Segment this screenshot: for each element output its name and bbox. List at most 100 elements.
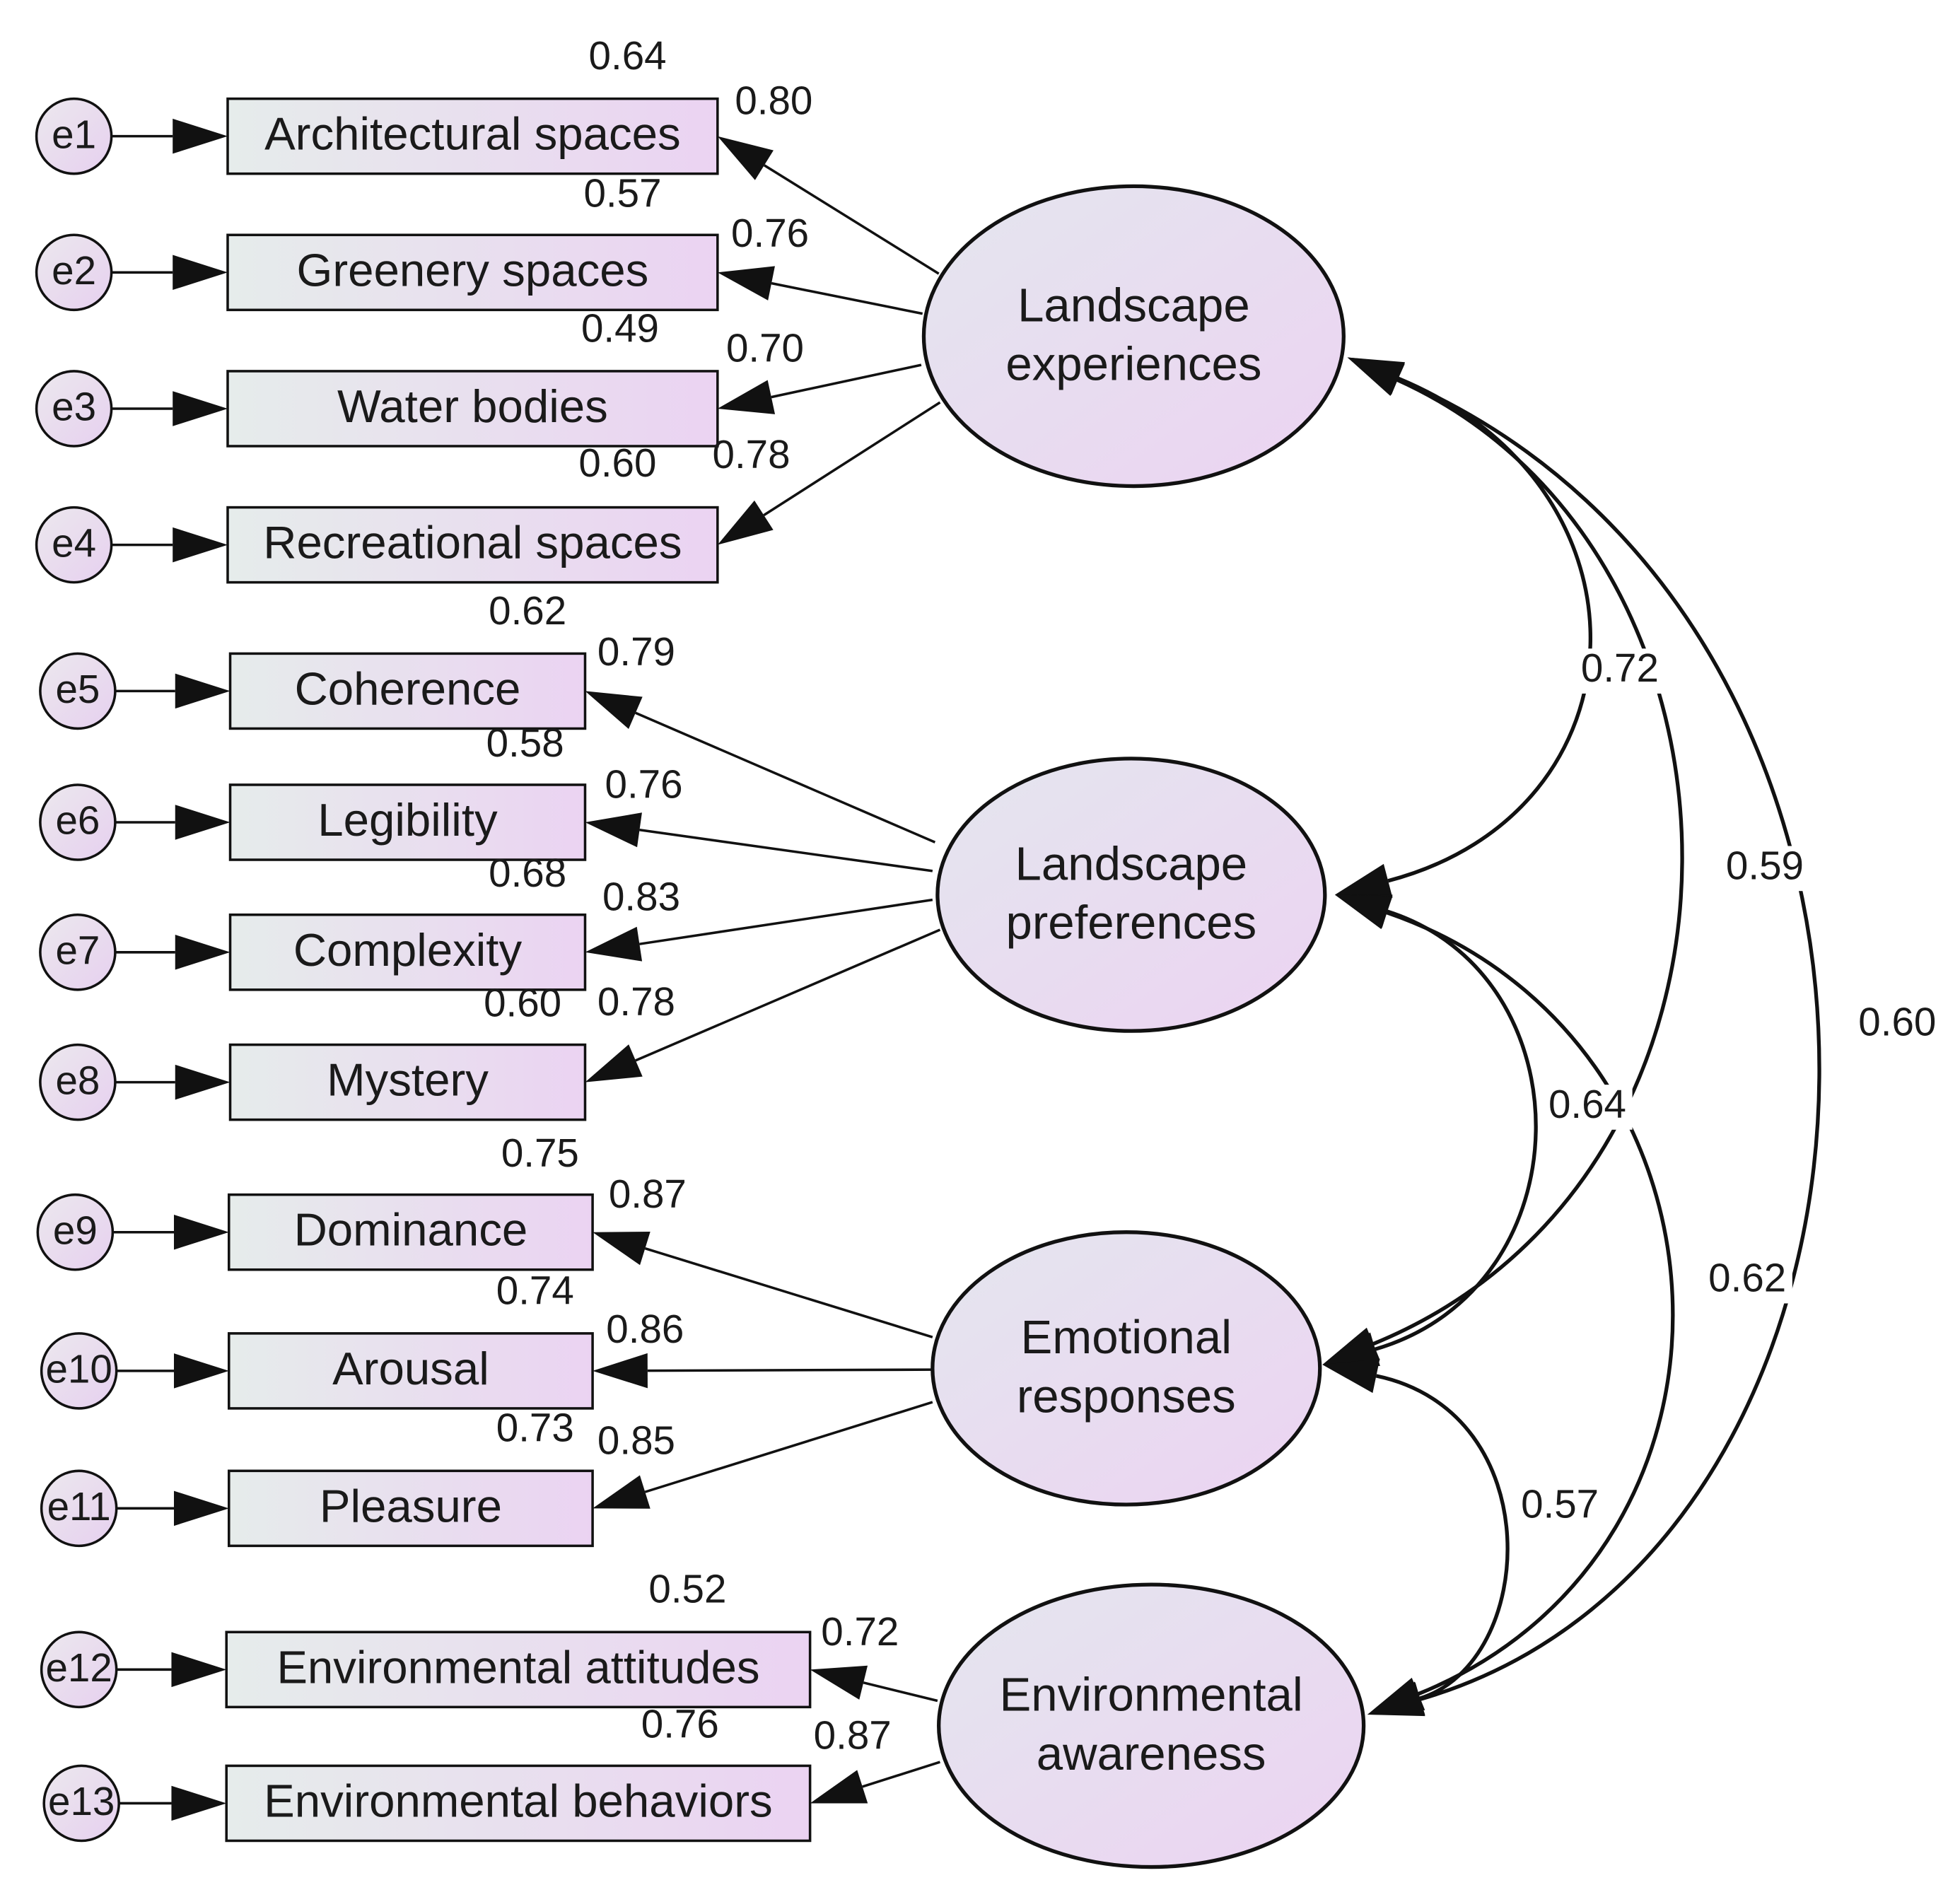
error-path-arrowhead bbox=[175, 935, 231, 970]
indicator-label: Pleasure bbox=[320, 1480, 502, 1531]
error-term-circle bbox=[40, 1469, 118, 1548]
r-squared-value: 0.75 bbox=[501, 1131, 579, 1175]
error-term-label: e13 bbox=[48, 1779, 115, 1823]
correlation-curve bbox=[1375, 909, 1538, 1351]
correlation-value: 0.59 bbox=[1726, 843, 1804, 887]
indicator-box bbox=[225, 1764, 812, 1843]
indicator-label: Dominance bbox=[294, 1204, 528, 1256]
indicator-box bbox=[227, 1193, 594, 1271]
error-path-arrowhead bbox=[175, 1064, 231, 1100]
factor-loading-value: 0.78 bbox=[713, 432, 791, 477]
correlation-value: 0.57 bbox=[1521, 1481, 1599, 1526]
error-term-label: e1 bbox=[52, 112, 96, 156]
error-term-circle bbox=[36, 1193, 115, 1271]
indicator-box bbox=[227, 1469, 594, 1548]
loading-path-arrowhead bbox=[585, 691, 643, 729]
correlation-label-bg bbox=[1720, 846, 1810, 892]
error-path-arrowhead bbox=[175, 805, 231, 840]
correlation-arrowhead bbox=[1347, 357, 1405, 395]
correlation-label-bg bbox=[1542, 1085, 1633, 1130]
indicator-label: Recreational spaces bbox=[263, 517, 682, 568]
error-term-circle bbox=[35, 370, 113, 448]
error-path-arrowhead bbox=[173, 1214, 229, 1250]
correlation-arrowhead bbox=[1367, 1681, 1425, 1715]
latent-emotional-responses bbox=[931, 1230, 1322, 1507]
loading-path-line bbox=[639, 829, 933, 872]
loading-path-arrowhead bbox=[593, 1353, 648, 1389]
error-term-circle bbox=[35, 233, 113, 312]
error-term-label: e11 bbox=[47, 1484, 111, 1529]
loading-path-arrowhead bbox=[585, 812, 642, 848]
factor-loading-value: 0.80 bbox=[735, 78, 812, 123]
r-squared-value: 0.76 bbox=[641, 1702, 719, 1746]
correlation-value: 0.64 bbox=[1548, 1082, 1626, 1126]
factor-loading-value: 0.78 bbox=[597, 979, 675, 1024]
error-term-circle bbox=[42, 1764, 120, 1843]
indicator-label: Mystery bbox=[327, 1054, 489, 1106]
latent-label-line1: Landscape bbox=[1015, 837, 1248, 890]
correlation-curve bbox=[1375, 1374, 1510, 1700]
correlation-label-bg bbox=[1575, 648, 1665, 694]
r-squared-value: 0.52 bbox=[648, 1567, 726, 1611]
indicator-label: Complexity bbox=[293, 924, 523, 976]
error-term-label: e6 bbox=[55, 798, 100, 843]
loading-path-line bbox=[771, 363, 922, 399]
factor-loading-value: 0.76 bbox=[605, 761, 683, 806]
error-term-label: e2 bbox=[52, 248, 96, 293]
loading-path-line bbox=[771, 281, 923, 315]
correlation-label-bg bbox=[1852, 1002, 1942, 1048]
correlation-arrowhead bbox=[1334, 863, 1393, 898]
latent-label-line1: Emotional bbox=[1020, 1311, 1232, 1364]
error-path-arrowhead bbox=[175, 673, 231, 709]
r-squared-value: 0.60 bbox=[578, 440, 656, 485]
latent-label-line2: awareness bbox=[1037, 1727, 1266, 1780]
error-term-label: e9 bbox=[53, 1208, 98, 1252]
correlation-arrowhead bbox=[1322, 1358, 1380, 1394]
factor-loading-value: 0.76 bbox=[731, 211, 809, 255]
indicator-box bbox=[226, 506, 719, 584]
correlation-label-bg bbox=[1702, 1258, 1792, 1304]
factor-loading-value: 0.83 bbox=[602, 875, 680, 919]
loading-path-arrowhead bbox=[593, 1475, 651, 1509]
indicator-box bbox=[228, 652, 587, 730]
correlation-curve bbox=[1397, 377, 1821, 1701]
error-term-circle bbox=[39, 783, 117, 861]
factor-loading-value: 0.72 bbox=[821, 1609, 899, 1654]
r-squared-value: 0.49 bbox=[581, 305, 659, 350]
r-squared-value: 0.60 bbox=[484, 981, 561, 1025]
error-path-arrowhead bbox=[173, 1490, 229, 1527]
latent-environmental-awareness bbox=[937, 1582, 1366, 1869]
r-squared-value: 0.73 bbox=[496, 1406, 574, 1450]
indicator-box bbox=[228, 1043, 587, 1121]
error-term-circle bbox=[39, 652, 117, 730]
correlation-curve bbox=[1372, 378, 1684, 1346]
indicator-box bbox=[226, 233, 719, 312]
loading-path-line bbox=[763, 164, 940, 275]
error-path-arrowhead bbox=[171, 1785, 227, 1821]
error-path-arrowhead bbox=[173, 1353, 229, 1389]
r-squared-value: 0.64 bbox=[589, 33, 667, 78]
error-term-circle bbox=[40, 1630, 118, 1709]
error-term-circle bbox=[40, 1332, 118, 1410]
loading-path-arrowhead bbox=[717, 380, 776, 414]
error-term-circle bbox=[39, 1043, 117, 1121]
error-term-circle bbox=[35, 97, 113, 175]
latent-label-line1: Environmental bbox=[1000, 1669, 1303, 1722]
indicator-box bbox=[227, 1332, 594, 1410]
indicator-box bbox=[226, 370, 719, 448]
loading-path-line bbox=[639, 898, 933, 945]
loading-path-line bbox=[635, 928, 941, 1062]
correlation-arrowhead bbox=[1334, 894, 1393, 930]
indicator-box bbox=[225, 1630, 812, 1709]
error-term-label: e8 bbox=[55, 1058, 100, 1102]
indicator-label: Environmental behaviors bbox=[264, 1775, 773, 1826]
correlation-value: 0.62 bbox=[1708, 1256, 1786, 1300]
error-path-arrowhead bbox=[173, 527, 228, 563]
loading-path-arrowhead bbox=[717, 266, 775, 300]
correlation-value: 0.72 bbox=[1581, 646, 1659, 690]
correlation-arrowhead bbox=[1322, 1332, 1380, 1366]
loading-path-arrowhead bbox=[593, 1232, 651, 1266]
indicator-label: Legibility bbox=[317, 794, 498, 846]
loading-path-line bbox=[863, 1681, 938, 1703]
